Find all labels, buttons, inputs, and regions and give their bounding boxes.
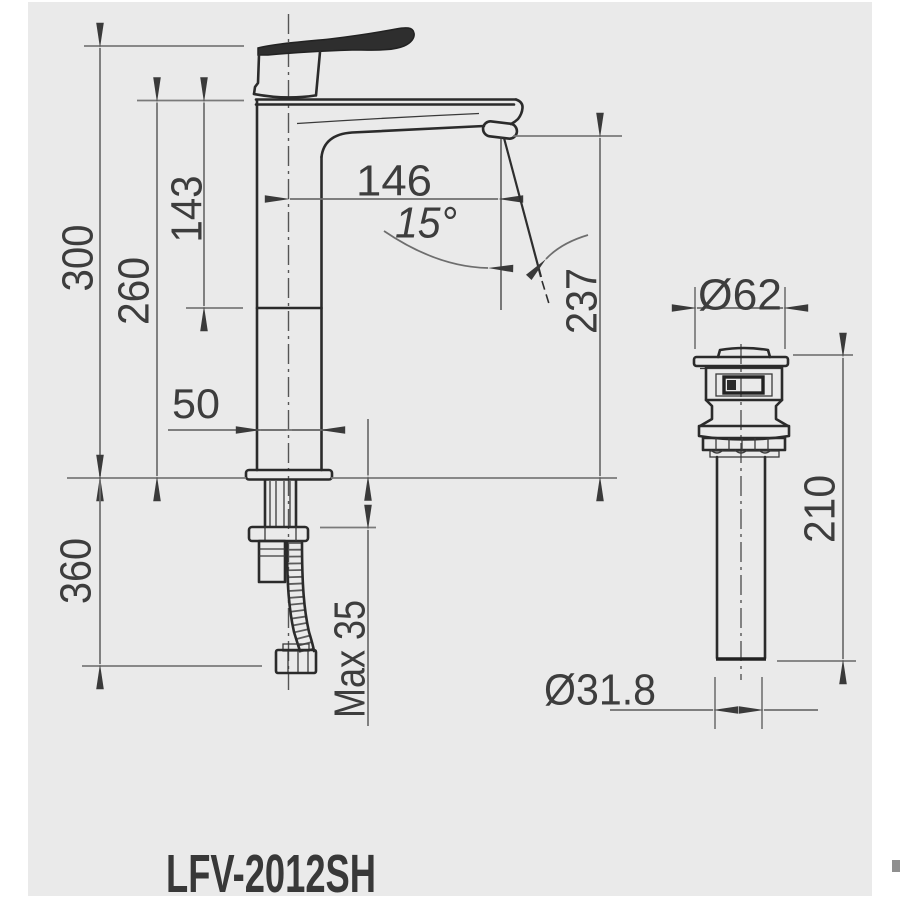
model-number-label: LFV-2012SH [166,844,376,900]
aerator [481,120,519,140]
drain-upper-body [704,365,784,402]
drain-waist-right [774,398,790,428]
dimension-lines [96,22,847,726]
spout-underside [320,124,486,159]
drain-window-inner [722,375,765,395]
spout-tip [509,98,524,126]
dim-label-spout-reach: 146 [356,157,432,206]
hose-end-nut [274,643,318,675]
spout-angle-annotation [383,137,589,310]
spout-inner-line [296,112,480,125]
drain-assembly [692,344,791,680]
dim-label-body-width: 50 [172,380,220,427]
dim-label-tail-length: 210 [796,475,845,543]
handle-lever [257,27,415,56]
drain-tailpipe [715,455,767,661]
water-stream-dash [541,280,551,308]
dim-label-max-thickness: Max 35 [326,600,375,718]
screen-edge-artifact [892,860,900,872]
supply-hose [285,540,316,653]
angle-arc [383,230,514,273]
cartridge-dome [252,92,317,99]
drain-lower-ring [709,450,780,458]
water-stream-line [502,137,543,278]
base-flange [244,468,334,481]
dim-label-flange-diameter: Ø62 [698,271,782,320]
dim-label-below-deck: 360 [52,538,101,604]
drain-bell-collar [697,424,791,441]
dimension-labels: 300 260 143 360 237 210 Max 35 146 15° 5… [52,157,845,719]
drain-overflow-window [715,373,773,397]
angle-arc-right [525,234,589,280]
dim-label-pipe-diameter: Ø31.8 [544,666,656,715]
drain-cap [716,346,772,359]
handle-neck-left [252,53,261,96]
faucet-side-view [244,14,524,690]
drain-window-plug [727,380,736,390]
dim-label-upper-section: 143 [163,176,212,243]
lock-nut [257,539,287,584]
dim-label-spout-angle: 15° [395,199,457,248]
dim-label-overall-height: 300 [54,225,103,292]
handle-neck-right [314,50,322,97]
dim-label-spout-top-height: 260 [110,257,159,325]
drain-waist-left [698,398,714,428]
dim-label-spout-to-deck: 237 [558,268,607,334]
threaded-shank [263,478,298,529]
